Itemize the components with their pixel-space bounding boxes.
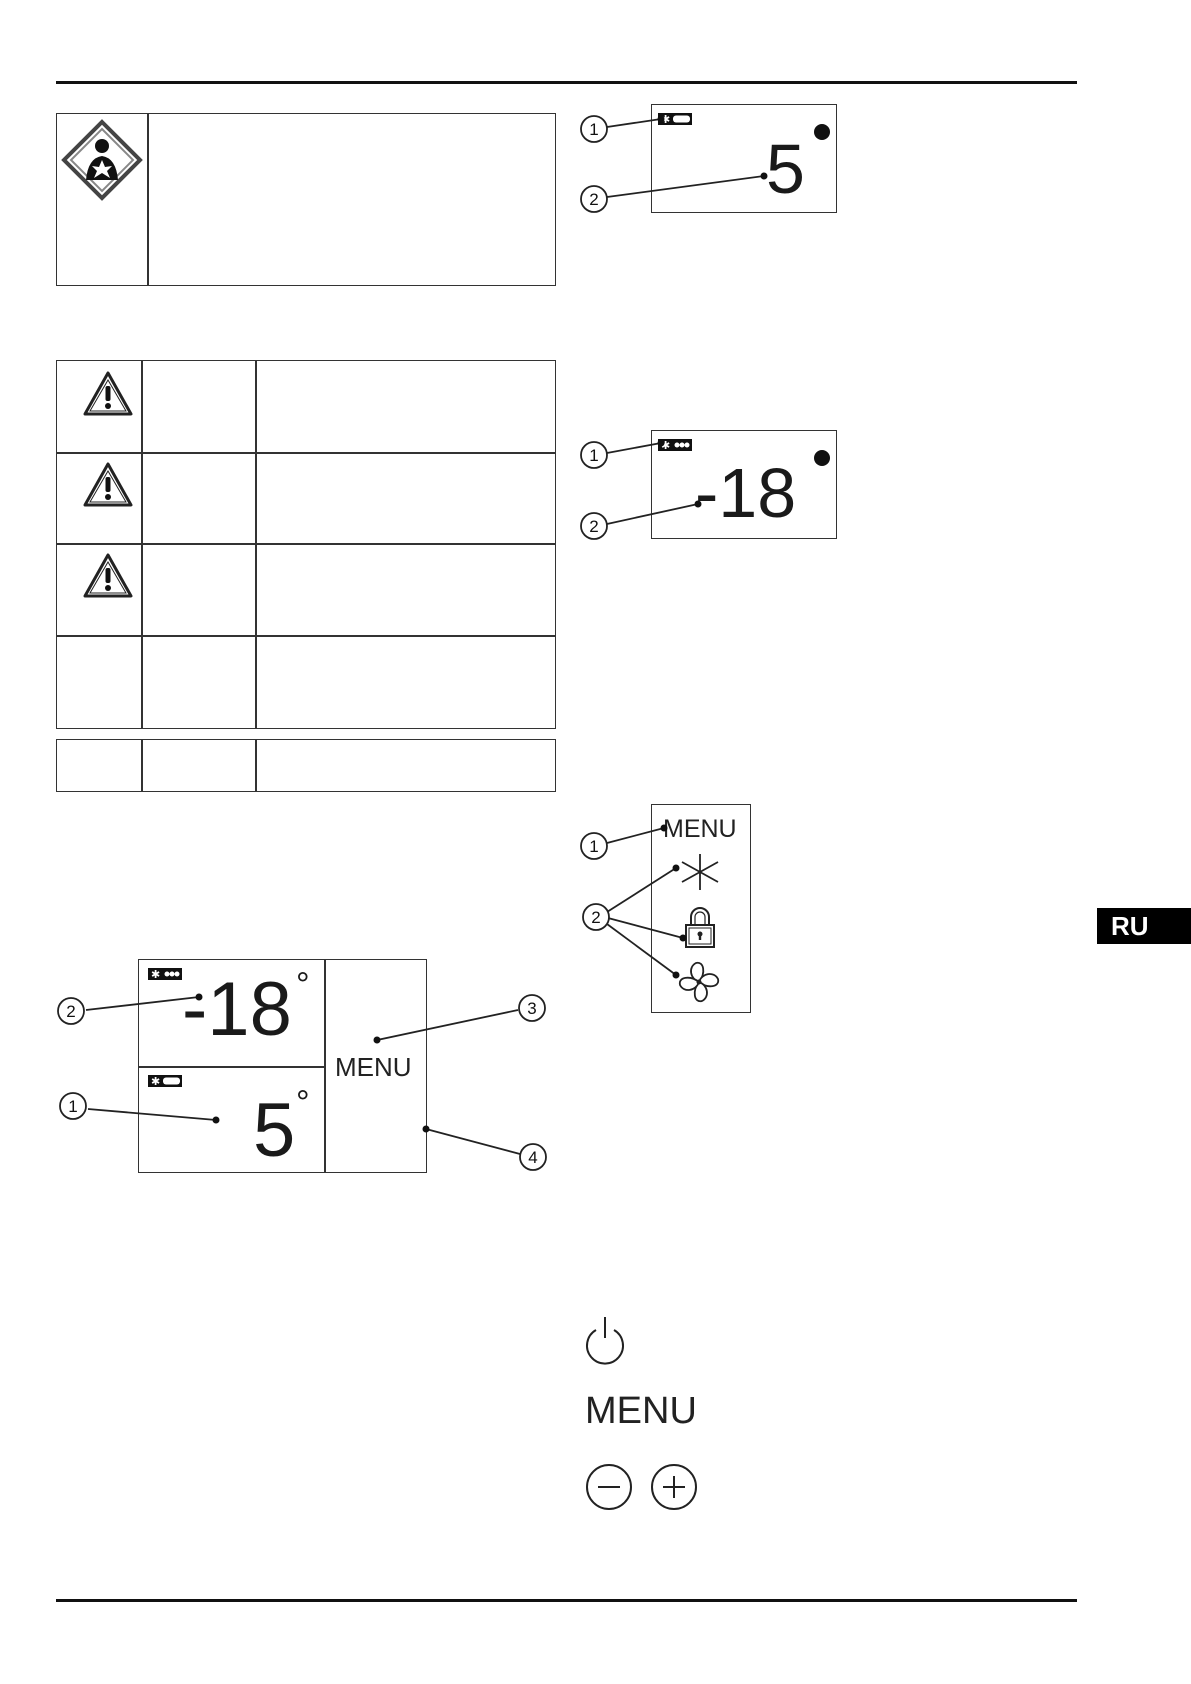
note-col-divider-2 (255, 739, 257, 792)
fan-icon (678, 961, 720, 1003)
freezer-degree-symbol: ° (296, 966, 310, 1004)
warnings-row-divider-3 (56, 635, 556, 637)
panel-menu-label: MENU (335, 1052, 412, 1082)
bottom-rule (56, 1599, 1077, 1602)
callout-number: 3 (527, 999, 536, 1018)
health-hazard-icon (61, 119, 143, 201)
callout-number: 1 (589, 837, 598, 856)
warning-triangle-icon (83, 371, 133, 416)
freezer-mode-icon: ✱ (148, 968, 182, 981)
hazard-note-box (56, 113, 556, 286)
warnings-col-divider-1 (141, 360, 143, 729)
freezer-mode-icon: ✱ (658, 439, 692, 452)
fridge-display-value: 5 (766, 130, 805, 208)
warnings-table (56, 360, 556, 729)
plus-icon[interactable] (649, 1462, 699, 1512)
callout-number: 2 (589, 517, 598, 536)
svg-text:✱: ✱ (661, 439, 670, 452)
panel-divider-horizontal (138, 1066, 324, 1068)
callout-number: 2 (589, 190, 598, 209)
freezer-temperature: -18 (182, 967, 292, 1052)
svg-text:✱: ✱ (151, 968, 160, 981)
svg-text:✱: ✱ (661, 113, 670, 126)
warning-triangle-icon (83, 553, 133, 598)
callout-number: 2 (66, 1002, 75, 1021)
svg-text:✱: ✱ (151, 1075, 160, 1088)
callout-number: 4 (528, 1148, 537, 1167)
note-col-divider-1 (141, 739, 143, 792)
fridge-degree-symbol: ° (296, 1084, 310, 1122)
panel-divider-vertical (324, 959, 326, 1173)
lock-icon (685, 907, 715, 948)
status-dot (814, 450, 830, 466)
fridge-mode-icon: ✱ (148, 1075, 182, 1088)
status-dot (814, 124, 830, 140)
warnings-row-divider-2 (56, 543, 556, 545)
menu-button[interactable]: MENU (585, 1390, 697, 1432)
callout-number: 1 (589, 120, 598, 139)
fridge-temperature: 5 (253, 1088, 296, 1173)
note-table (56, 739, 556, 792)
minus-icon[interactable] (584, 1462, 634, 1512)
callout-number: 1 (68, 1097, 77, 1116)
callout-number: 1 (589, 446, 598, 465)
power-icon[interactable] (582, 1314, 628, 1365)
top-rule (56, 81, 1077, 84)
freezer-display-value: -18 (695, 454, 797, 532)
hazard-divider (147, 113, 149, 286)
snowflake-icon (681, 854, 719, 890)
menu-column-label: MENU (663, 815, 737, 843)
warning-triangle-icon (83, 462, 133, 507)
callout-number: 2 (591, 908, 600, 927)
warnings-row-divider-1 (56, 452, 556, 454)
fridge-mode-icon: ✱ (658, 113, 692, 126)
language-tab: RU (1097, 908, 1191, 944)
warnings-col-divider-2 (255, 360, 257, 729)
